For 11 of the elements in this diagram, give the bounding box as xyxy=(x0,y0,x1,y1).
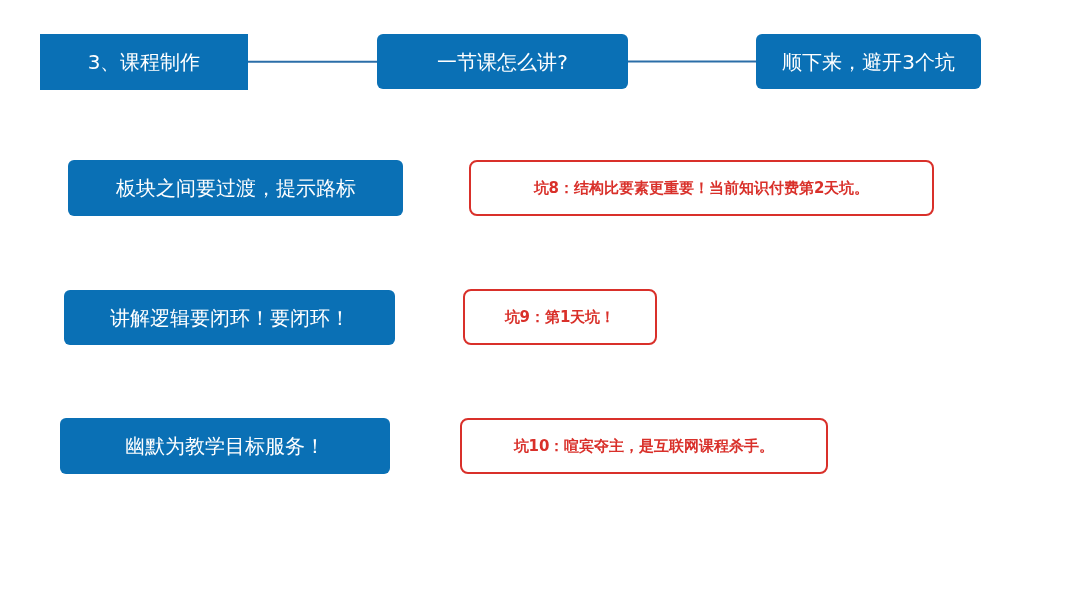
topic-box: 幽默为教学目标服务！ xyxy=(60,418,390,474)
topic-box: 顺下来，避开3个坑 xyxy=(756,34,981,89)
topic-box: 板块之间要过渡，提示路标 xyxy=(68,160,403,216)
pitfall-box: 坑9：第1天坑！ xyxy=(463,289,657,345)
topic-box: 讲解逻辑要闭环！要闭环！ xyxy=(64,290,395,345)
connector-line xyxy=(247,60,378,63)
connector-line xyxy=(627,60,757,63)
topic-box: 3、课程制作 xyxy=(40,34,248,90)
pitfall-box: 坑10：喧宾夺主，是互联网课程杀手。 xyxy=(460,418,828,474)
topic-box: 一节课怎么讲? xyxy=(377,34,628,89)
pitfall-box: 坑8：结构比要素更重要！当前知识付费第2天坑。 xyxy=(469,160,934,216)
